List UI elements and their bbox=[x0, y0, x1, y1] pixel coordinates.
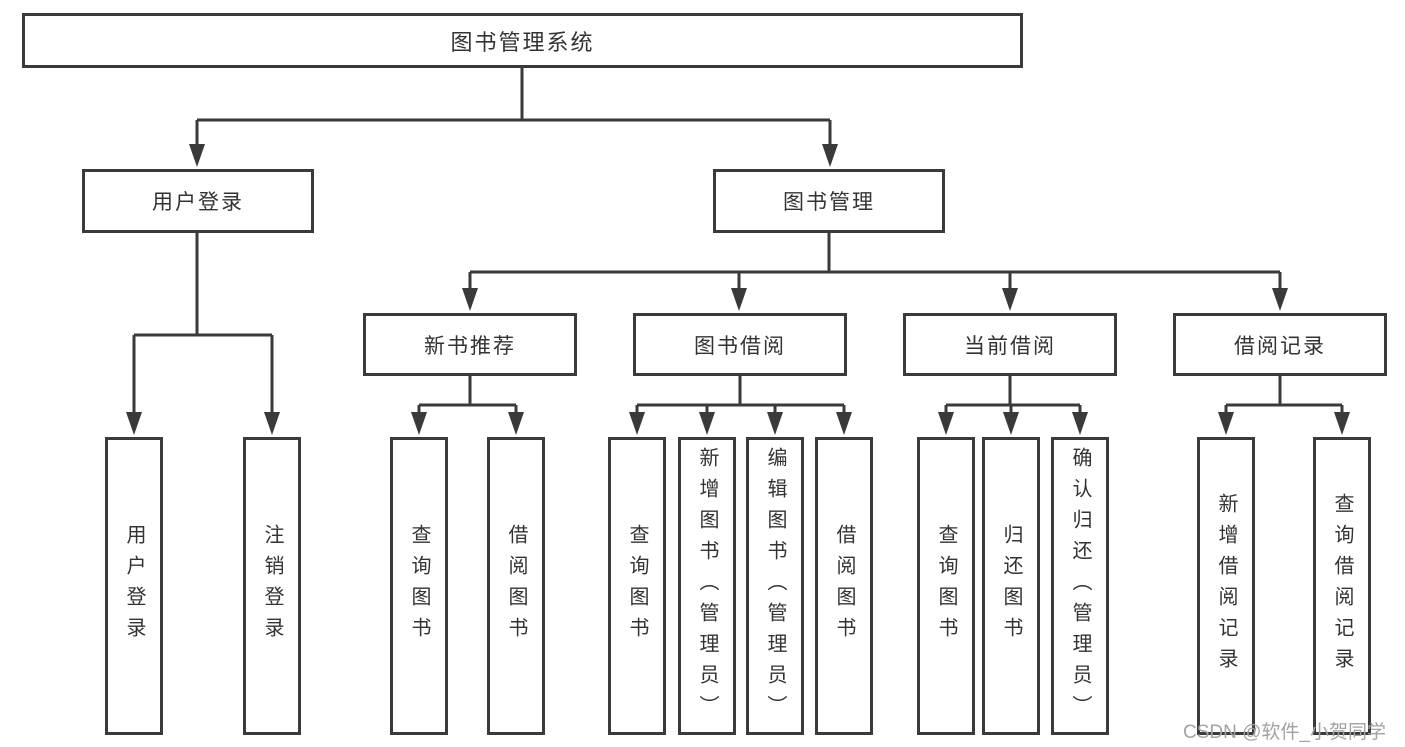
arrowhead bbox=[1218, 412, 1234, 435]
connector-borrow-records bbox=[1224, 376, 1344, 413]
arrowhead bbox=[822, 144, 838, 167]
arrowhead bbox=[938, 412, 954, 435]
arrowhead bbox=[767, 412, 783, 435]
connector-user-login bbox=[132, 233, 274, 413]
leaf-add-borrow-record: 新增借阅记录 bbox=[1197, 437, 1255, 735]
leaf-user-login: 用户登录 bbox=[105, 437, 163, 735]
node-current-borrow: 当前借阅 bbox=[903, 313, 1117, 376]
leaf-query-books-borrow: 查询图书 bbox=[608, 437, 666, 735]
connector-new-book bbox=[417, 376, 518, 413]
leaf-borrow-books: 借阅图书 bbox=[815, 437, 873, 735]
arrowhead bbox=[264, 412, 280, 435]
arrowhead bbox=[1002, 288, 1018, 311]
connector-root bbox=[195, 68, 832, 146]
leaf-query-books-recommend: 查询图书 bbox=[390, 437, 448, 735]
arrowhead bbox=[462, 288, 478, 311]
arrowhead bbox=[189, 144, 205, 167]
leaf-add-book-admin: 新增图书（管理员） bbox=[678, 437, 736, 735]
arrowhead bbox=[699, 412, 715, 435]
leaf-edit-book-admin: 编辑图书（管理员） bbox=[746, 437, 804, 735]
arrowhead bbox=[836, 412, 852, 435]
connector-current-borrow bbox=[944, 376, 1082, 413]
csdn-watermark: CSDN @软件_小贺同学 bbox=[1183, 722, 1386, 743]
node-root: 图书管理系统 bbox=[22, 13, 1023, 68]
connector-book-management bbox=[468, 233, 1282, 289]
leaf-borrow-books-recommend: 借阅图书 bbox=[487, 437, 545, 735]
arrowhead bbox=[731, 288, 747, 311]
node-new-book-recommend: 新书推荐 bbox=[363, 313, 577, 376]
leaf-query-books-current: 查询图书 bbox=[917, 437, 975, 735]
leaf-confirm-return-admin: 确认归还（管理员） bbox=[1051, 437, 1109, 735]
arrowhead bbox=[508, 412, 524, 435]
connector-book-borrow bbox=[635, 376, 846, 413]
leaf-return-book: 归还图书 bbox=[982, 437, 1040, 735]
leaf-query-borrow-record: 查询借阅记录 bbox=[1313, 437, 1371, 735]
node-book-management: 图书管理 bbox=[713, 169, 945, 233]
arrowhead bbox=[411, 412, 427, 435]
arrowhead bbox=[1334, 412, 1350, 435]
leaf-logout: 注销登录 bbox=[243, 437, 301, 735]
arrowhead bbox=[1072, 412, 1088, 435]
arrowhead bbox=[1272, 288, 1288, 311]
arrowhead bbox=[126, 412, 142, 435]
node-book-borrow: 图书借阅 bbox=[633, 313, 847, 376]
arrowhead bbox=[1003, 412, 1019, 435]
arrowhead bbox=[629, 412, 645, 435]
node-user-login: 用户登录 bbox=[82, 169, 314, 233]
node-borrow-records: 借阅记录 bbox=[1173, 313, 1387, 376]
